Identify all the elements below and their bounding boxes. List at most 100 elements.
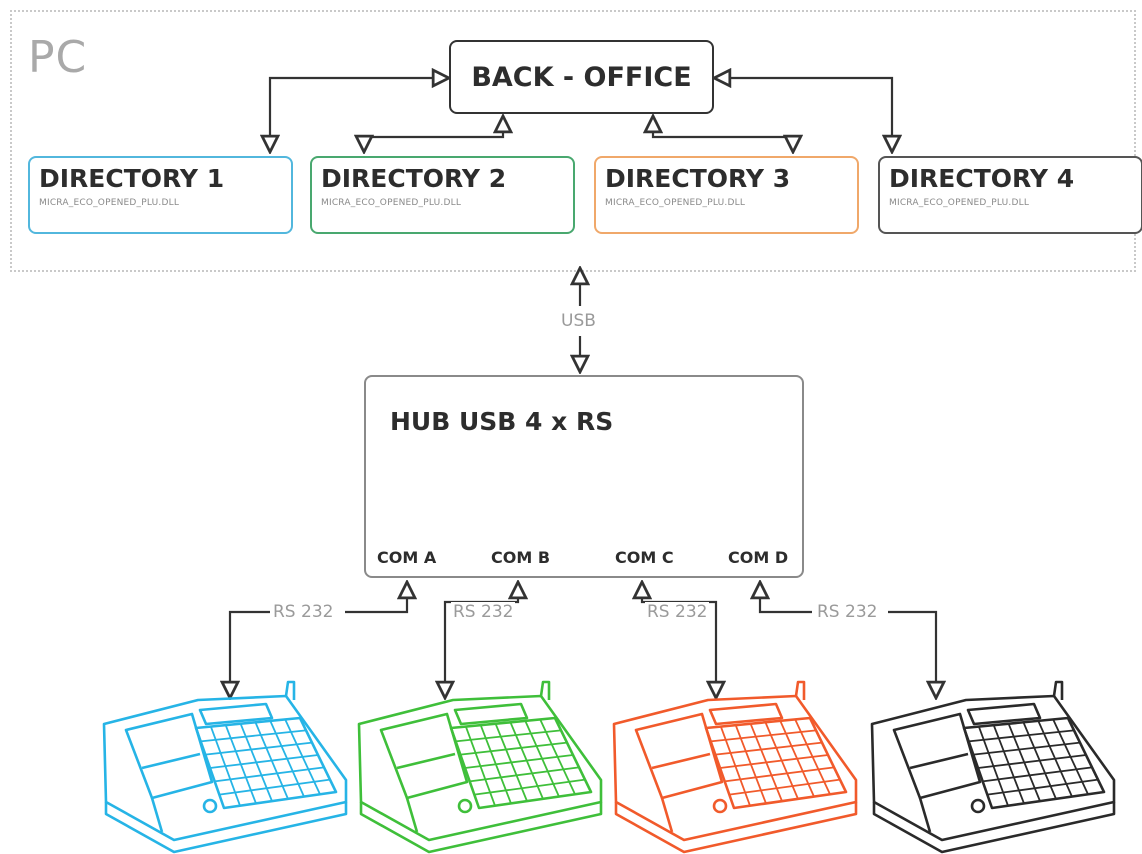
- cash-register-4-part-2: [892, 712, 982, 800]
- cash-register-2-key-col-5: [524, 720, 560, 797]
- cash-register-1-part-5: [198, 702, 274, 726]
- cash-register-2-key-row-1: [455, 729, 562, 743]
- cash-register-2-part-7: [449, 716, 593, 810]
- cash-register-3-key-col-6: [794, 719, 831, 795]
- cash-register-3-key-row-1: [710, 729, 817, 743]
- cash-register-4-key-row-2: [973, 741, 1081, 756]
- cash-register-3-part-0: [612, 694, 858, 842]
- cash-register-3-part-5: [708, 702, 784, 726]
- directory-1-box: DIRECTORY 1 MICRA_ECO_OPENED_PLU.DLL: [28, 156, 293, 234]
- com-b-label: COM B: [491, 548, 551, 567]
- directory-4-file: MICRA_ECO_OPENED_PLU.DLL: [889, 198, 1030, 208]
- cash-register-1-key-col-4: [254, 721, 289, 800]
- back-office-label: BACK - OFFICE: [471, 61, 692, 93]
- cash-register-1-key-row-1: [200, 729, 307, 743]
- cash-register-1-part-2: [124, 712, 214, 800]
- cash-register-3-key-row-4: [724, 766, 835, 783]
- cash-register-1-part-3: [141, 752, 201, 770]
- cash-register-1-key-row-2: [205, 741, 313, 756]
- rs232-label-b: RS 232: [451, 602, 516, 622]
- cash-register-3-key-col-4: [764, 721, 799, 800]
- com-a-label: COM A: [377, 548, 437, 567]
- link-com-c: [642, 582, 716, 698]
- cash-register-4-icon: [870, 680, 1116, 854]
- cash-register-4-part-0: [870, 694, 1116, 842]
- cash-register-4-key-col-1: [978, 726, 1009, 807]
- cash-register-3-key-col-2: [734, 724, 767, 804]
- rs232-label-c: RS 232: [645, 602, 710, 622]
- cash-register-1-key-col-6: [284, 719, 321, 795]
- cash-register-1-key-col-2: [224, 724, 257, 804]
- pc-label: PC: [28, 32, 88, 83]
- cash-register-1-key-row-4: [214, 766, 325, 783]
- cash-register-4-key-row-5: [987, 778, 1099, 796]
- cash-register-4-part-4: [918, 797, 932, 833]
- link-dir2: [364, 116, 503, 152]
- directory-2-box: DIRECTORY 2 MICRA_ECO_OPENED_PLU.DLL: [310, 156, 575, 234]
- cash-register-2-key-col-2: [479, 724, 512, 804]
- cash-register-1-key-row-5: [219, 778, 331, 796]
- directory-2-title: DIRECTORY 2: [321, 164, 507, 193]
- cash-register-2-key-row-3: [464, 754, 574, 769]
- cash-register-2-key-col-4: [509, 721, 544, 800]
- rs232-label-d: RS 232: [815, 602, 880, 622]
- back-office-box: BACK - OFFICE: [449, 40, 714, 114]
- cash-register-1-part-1: [104, 802, 348, 854]
- cash-register-2-key-row-4: [469, 766, 580, 783]
- cash-register-1-part-7: [194, 716, 338, 810]
- cash-register-3-part-3: [651, 752, 711, 770]
- cash-register-3-key-row-3: [719, 754, 829, 769]
- cash-register-2-key-row-5: [474, 778, 586, 796]
- cash-register-1-icon: [102, 680, 348, 854]
- directory-3-title: DIRECTORY 3: [605, 164, 791, 193]
- cash-register-3-part-7: [704, 716, 848, 810]
- cash-register-2-icon: [357, 680, 603, 854]
- cash-register-3-part-4: [660, 797, 674, 833]
- usb-label: USB: [559, 311, 598, 331]
- directory-1-file: MICRA_ECO_OPENED_PLU.DLL: [39, 198, 180, 208]
- cash-register-1-key-col-3: [239, 723, 273, 802]
- cash-register-2-power-button: [457, 798, 473, 814]
- cash-register-4-key-col-4: [1022, 721, 1057, 800]
- cash-register-4-key-row-4: [982, 766, 1093, 783]
- cash-register-1-key-col-5: [269, 720, 305, 797]
- cash-register-4-part-7: [962, 716, 1106, 810]
- cash-register-2-part-1: [359, 802, 603, 854]
- cash-register-4-key-row-3: [977, 754, 1087, 769]
- cash-register-2-key-col-3: [494, 723, 528, 802]
- directory-3-file: MICRA_ECO_OPENED_PLU.DLL: [605, 198, 746, 208]
- link-com-d: [760, 582, 936, 698]
- cash-register-1-power-button: [202, 798, 218, 814]
- cash-register-1-part-4: [150, 797, 164, 833]
- cash-register-4-part-3: [909, 752, 969, 770]
- link-com-b: [445, 582, 518, 698]
- cash-register-4-part-5: [966, 702, 1042, 726]
- cash-register-4-part-1: [872, 802, 1116, 854]
- link-dir4: [714, 78, 892, 152]
- cash-register-1-key-col-1: [210, 726, 241, 807]
- link-com-a: [230, 582, 407, 698]
- cash-register-3-key-col-3: [749, 723, 783, 802]
- cash-register-4-key-col-6: [1052, 719, 1089, 795]
- cash-register-2-part-0: [357, 694, 603, 842]
- cash-register-3-key-row-2: [715, 741, 823, 756]
- directory-3-box: DIRECTORY 3 MICRA_ECO_OPENED_PLU.DLL: [594, 156, 859, 234]
- cash-register-4-part-6: [1052, 680, 1064, 700]
- cash-register-2-part-3: [396, 752, 456, 770]
- directory-1-title: DIRECTORY 1: [39, 164, 225, 193]
- usb-hub-box: HUB USB 4 x RS: [364, 375, 804, 578]
- cash-register-4-key-col-2: [992, 724, 1025, 804]
- cash-register-2-key-col-1: [465, 726, 496, 807]
- directory-4-box: DIRECTORY 4 MICRA_ECO_OPENED_PLU.DLL: [878, 156, 1142, 234]
- cash-register-3-key-col-5: [779, 720, 815, 797]
- cash-register-4-key-col-3: [1007, 723, 1041, 802]
- cash-register-3-icon: [612, 680, 858, 854]
- directory-4-title: DIRECTORY 4: [889, 164, 1075, 193]
- cash-register-3-key-col-1: [720, 726, 751, 807]
- cash-register-2-part-5: [453, 702, 529, 726]
- cash-register-2-part-4: [405, 797, 419, 833]
- cash-register-3-key-row-5: [729, 778, 841, 796]
- cash-register-1-key-row-3: [209, 754, 319, 769]
- usb-hub-title: HUB USB 4 x RS: [390, 407, 614, 436]
